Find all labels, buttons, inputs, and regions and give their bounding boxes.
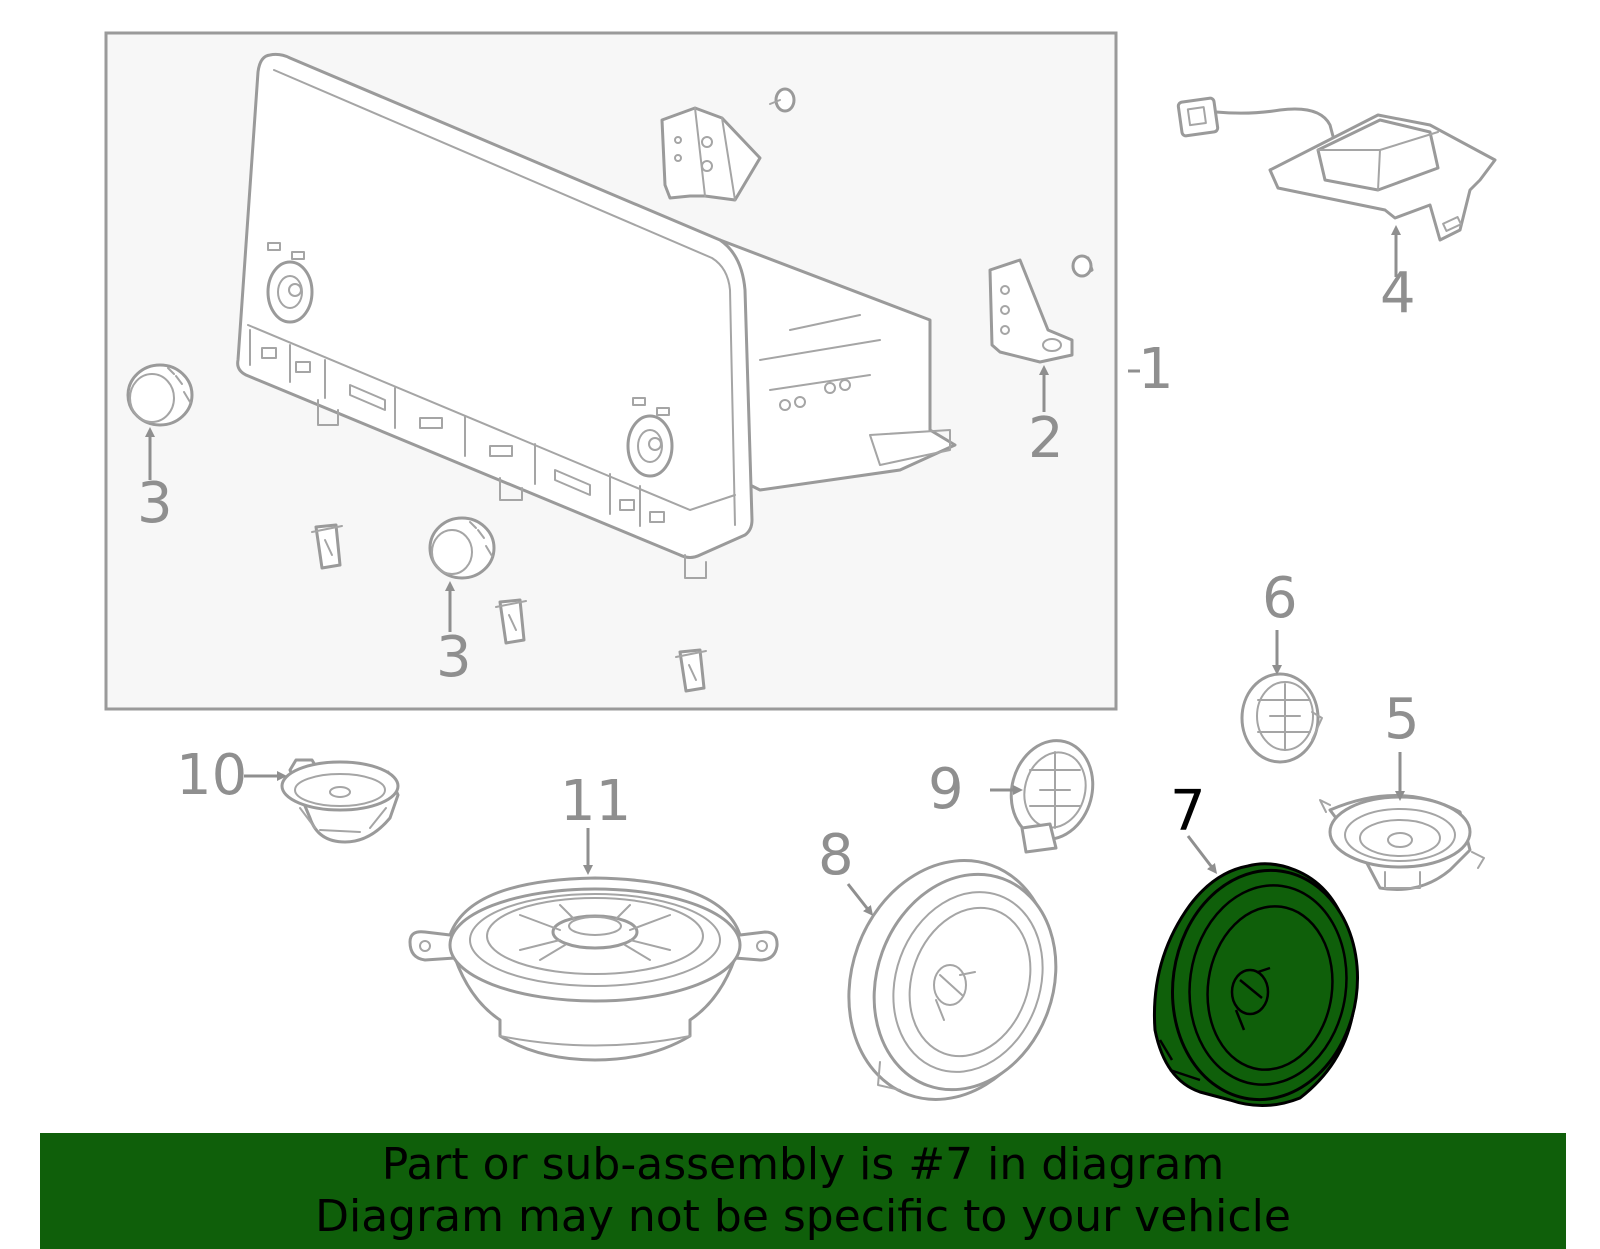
callout-9: 9	[928, 757, 964, 822]
upper-bracket	[660, 87, 796, 202]
part-3-knob-left[interactable]	[126, 363, 194, 427]
callout-arrows	[145, 225, 1405, 916]
part-3-knob-center[interactable]	[428, 516, 496, 580]
part-11-speaker[interactable]	[408, 876, 779, 1062]
callout-11: 11	[560, 769, 631, 834]
callout-7: 7	[1170, 779, 1206, 844]
part-7-speaker-highlighted[interactable]	[1152, 858, 1372, 1111]
callout-10: 10	[176, 743, 247, 808]
part-2-bracket[interactable]	[988, 254, 1094, 364]
callout-3-center: 3	[436, 625, 472, 690]
callout-2: 2	[1028, 406, 1064, 471]
callout-3-left: 3	[137, 471, 173, 536]
callout-4: 4	[1380, 261, 1416, 326]
banner-disclaimer-line: Diagram may not be specific to your vehi…	[315, 1191, 1291, 1242]
callout-6: 6	[1262, 566, 1298, 631]
part-1-audio-display-unit[interactable]	[236, 52, 957, 579]
mounting-clips	[311, 523, 707, 693]
part-9-tweeter[interactable]	[1000, 731, 1103, 854]
part-10-speaker[interactable]	[280, 758, 400, 844]
part-4-amplifier-module[interactable]	[1176, 96, 1497, 242]
part-5-speaker[interactable]	[1319, 794, 1485, 892]
callout-5: 5	[1384, 687, 1420, 752]
info-banner: Part or sub-assembly is #7 in diagram Di…	[40, 1133, 1566, 1249]
part-8-speaker[interactable]	[816, 832, 1085, 1128]
callout-1: 1	[1138, 337, 1174, 402]
part-6-tweeter[interactable]	[1240, 672, 1323, 764]
banner-part-line: Part or sub-assembly is #7 in diagram	[381, 1139, 1225, 1190]
callout-8: 8	[818, 823, 854, 888]
